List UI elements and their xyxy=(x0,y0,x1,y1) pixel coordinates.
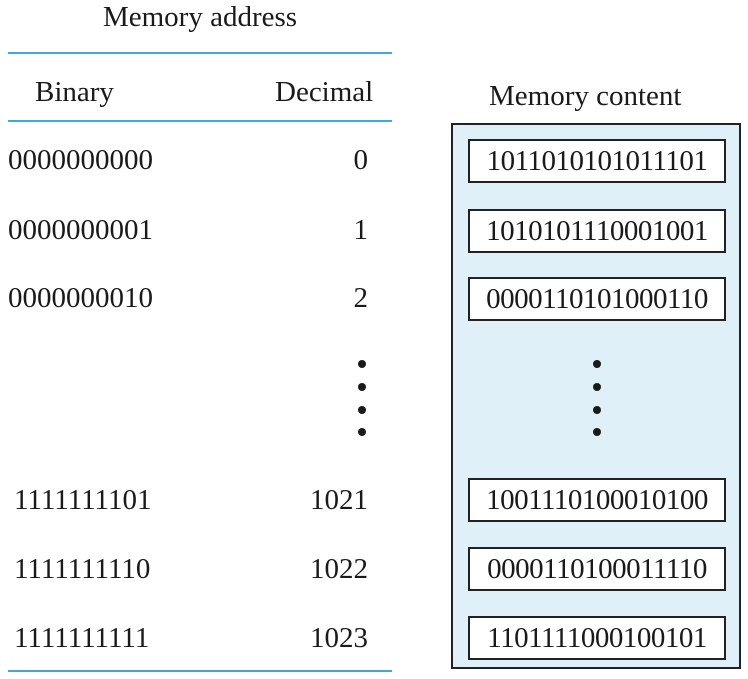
binary-column-header: Binary xyxy=(35,76,114,108)
memory-content-header: Memory content xyxy=(489,80,682,112)
memory-cell-1023: 1101111000100101 xyxy=(468,616,726,660)
header-underline-rule xyxy=(8,120,392,122)
bottom-rule xyxy=(8,670,392,672)
title-underline-rule xyxy=(8,52,392,54)
decimal-column-header: Decimal xyxy=(275,76,374,108)
ellipsis-dot-content xyxy=(593,360,601,368)
binary-address-1021: 1111111101 xyxy=(14,484,152,516)
memory-cell-1: 1010101110001001 xyxy=(468,209,726,253)
ellipsis-dot-content xyxy=(593,428,601,436)
ellipsis-dot-address xyxy=(358,360,366,368)
memory-cell-0: 1011010101011101 xyxy=(468,139,726,183)
binary-address-2: 0000000010 xyxy=(8,282,153,314)
ellipsis-dot-address xyxy=(358,383,366,391)
decimal-address-1023: 1023 xyxy=(310,622,368,654)
ellipsis-dot-content xyxy=(593,383,601,391)
decimal-address-0: 0 xyxy=(353,144,369,176)
decimal-address-2: 2 xyxy=(353,282,369,314)
binary-address-1022: 1111111110 xyxy=(14,553,151,585)
decimal-address-1022: 1022 xyxy=(310,553,368,585)
memory-cell-1022: 0000110100011110 xyxy=(468,547,726,591)
memory-cell-2: 0000110101000110 xyxy=(468,277,726,321)
ellipsis-dot-address xyxy=(358,406,366,414)
ellipsis-dot-content xyxy=(593,406,601,414)
binary-address-0: 0000000000 xyxy=(8,144,153,176)
decimal-address-1021: 1021 xyxy=(310,484,368,516)
memory-address-title: Memory address xyxy=(102,1,298,33)
binary-address-1: 0000000001 xyxy=(8,214,153,246)
binary-address-1023: 1111111111 xyxy=(14,622,150,654)
ellipsis-dot-address xyxy=(358,428,366,436)
memory-cell-1021: 1001110100010100 xyxy=(468,478,726,522)
decimal-address-1: 1 xyxy=(353,214,369,246)
